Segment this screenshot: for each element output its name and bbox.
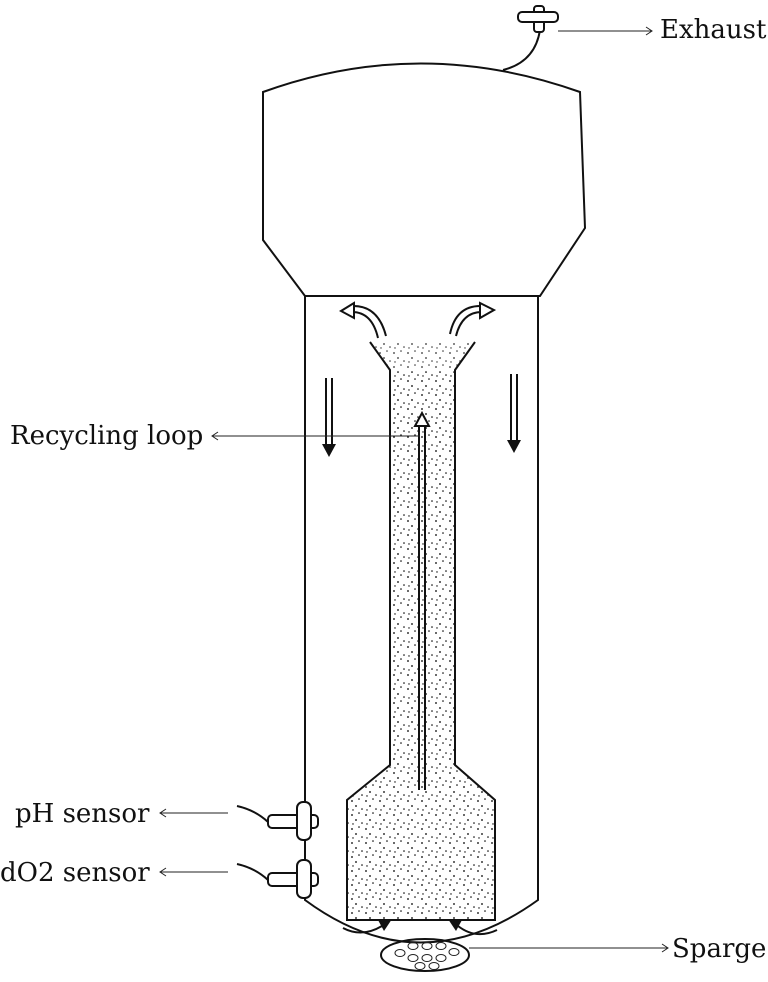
exhaust-fitting (502, 5, 559, 71)
downcomer-arrow-left (322, 378, 336, 457)
exhaust-label: Exhaust (660, 15, 767, 45)
curved-arrow-top-left (338, 301, 387, 339)
curved-arrow-bottom-right (448, 919, 498, 936)
do2-sensor-label: dO2 sensor (0, 858, 150, 888)
reactor-head (262, 62, 587, 297)
do2-sensor-leader (159, 867, 228, 877)
draft-tube-fill-top (391, 372, 454, 766)
reactor-column (304, 296, 539, 944)
recycling-loop-leader (211, 431, 420, 441)
sparge-leader (469, 943, 669, 953)
draft-tube-fill-bottom (348, 766, 494, 919)
curved-arrow-bottom-left (342, 919, 392, 934)
ph-sensor-leader (159, 808, 228, 818)
recycling-loop-label: Recycling loop (10, 421, 203, 451)
curved-arrow-top-right (449, 301, 497, 337)
exhaust-leader (558, 26, 653, 36)
ph-sensor-probe (236, 801, 319, 841)
sparge-label: Sparge (672, 934, 766, 964)
ph-sensor-label: pH sensor (15, 799, 150, 829)
sparger (380, 938, 470, 972)
do2-sensor-probe (236, 859, 319, 899)
recycling-up-arrow (413, 410, 431, 790)
downcomer-arrow-right (507, 374, 521, 453)
